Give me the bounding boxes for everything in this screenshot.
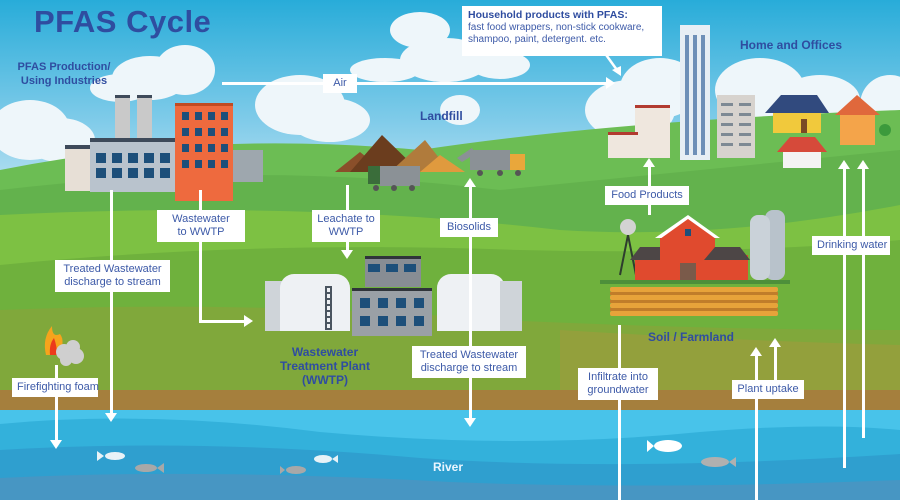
- air-label: Air: [323, 74, 357, 93]
- household-line-1: fast food wrappers, non-stick cookware,: [468, 22, 645, 33]
- farm-icon: [600, 210, 790, 316]
- household-arrow: [602, 51, 621, 76]
- factory-icon: [60, 90, 270, 201]
- river: [0, 410, 900, 500]
- industry-heading: PFAS Production/ Using Industries: [17, 61, 111, 87]
- leachate-label: Leachate to WWTP: [312, 210, 380, 242]
- wwtp-heading: Wastewater Treatment Plant (WWTP): [279, 345, 371, 387]
- homes-offices-icon: [608, 25, 891, 168]
- household-line-2: shampoo, paint, detergent. etc.: [468, 34, 606, 45]
- infiltrate-line: [618, 325, 621, 500]
- drinking-water-label: Drinking water: [812, 236, 890, 255]
- page-title: PFAS Cycle: [34, 4, 212, 39]
- wastewater-line: [199, 190, 202, 322]
- landfill-heading: Landfill: [420, 109, 463, 123]
- wastewater-to-wwtp-label: Wastewater to WWTP: [157, 210, 245, 242]
- soil-layer: [0, 390, 900, 412]
- firefighting-line: [55, 365, 58, 442]
- farmland-heading: Soil / Farmland: [648, 330, 735, 344]
- homes-heading: Home and Offices: [740, 38, 843, 52]
- biosolids-label: Biosolids: [440, 218, 498, 237]
- plant-uptake-line-2: [774, 345, 777, 385]
- treated-wwtp-label: Treated Wastewater discharge to stream: [412, 346, 526, 378]
- biosolids-line: [469, 186, 472, 421]
- wwtp-icon: [265, 256, 525, 336]
- drinking-water-line-1: [843, 168, 846, 468]
- household-products-box: Household products with PFAS: fast food …: [462, 6, 662, 56]
- plant-uptake-line-1: [755, 354, 758, 500]
- drinking-water-line-2: [862, 168, 865, 438]
- fire-smoke-icon: [44, 326, 84, 366]
- household-heading: Household products with PFAS:: [468, 9, 628, 21]
- fish-icons: [97, 440, 736, 474]
- landfill-icon: [335, 135, 525, 191]
- treated-industry-label: Treated Wastewater discharge to stream: [55, 260, 170, 292]
- river-label: River: [433, 460, 464, 474]
- firefighting-label: Firefighting foam: [12, 378, 99, 397]
- office-windows: [182, 112, 228, 168]
- air-arrowhead: [606, 77, 615, 89]
- food-products-label: Food Products: [605, 186, 689, 205]
- plant-uptake-label: Plant uptake: [732, 380, 804, 399]
- infiltrate-label: Infiltrate into groundwater: [578, 368, 658, 400]
- air-flow-line: [222, 82, 607, 85]
- treated-industry-line: [110, 190, 113, 415]
